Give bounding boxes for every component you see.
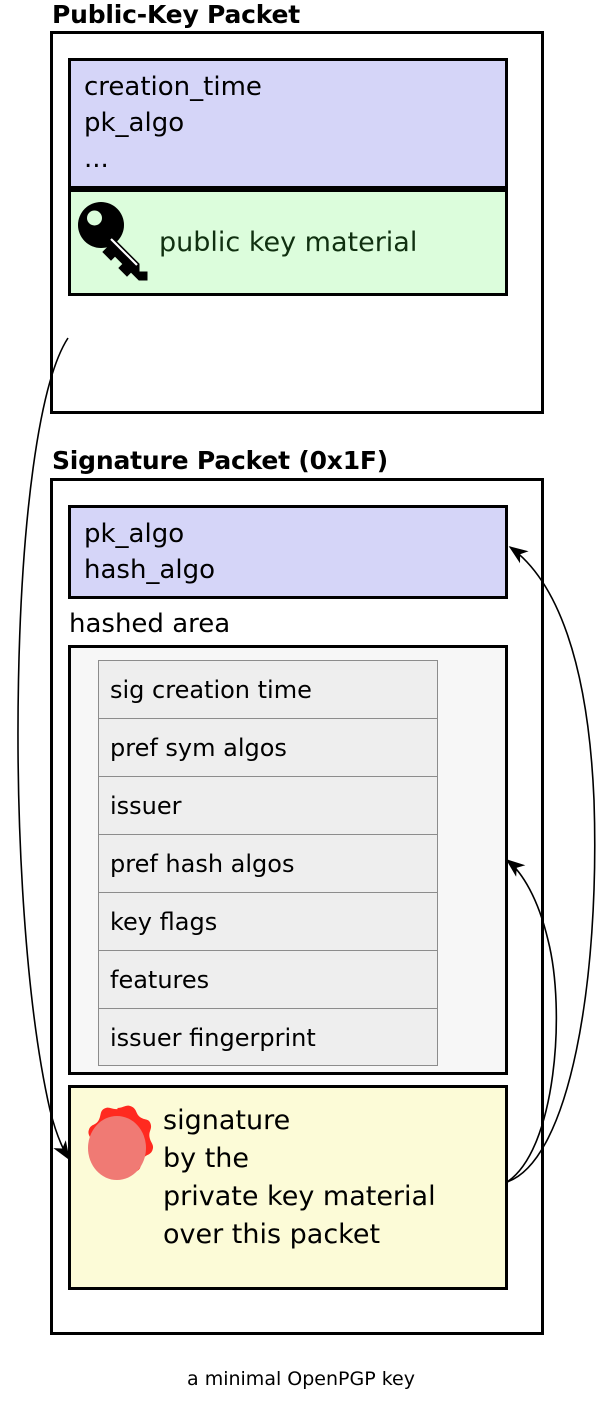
public-key-packet-box: creation_time pk_algo ... public [50, 31, 544, 414]
subpacket-list: sig creation time pref sym algos issuer … [98, 660, 438, 1066]
public-key-material-block: public key material [68, 189, 508, 296]
subpacket-row: sig creation time [99, 661, 437, 719]
subpacket-row: pref hash algos [99, 835, 437, 893]
key-icon [71, 192, 159, 293]
signature-header-fields-block: pk_algo hash_algo [68, 505, 508, 599]
public-key-material-label: public key material [159, 227, 418, 258]
subpacket-row: issuer [99, 777, 437, 835]
signature-description-text: signature by the private key material ov… [163, 1105, 436, 1250]
subpacket-row: pref sym algos [99, 719, 437, 777]
hashed-area-label: hashed area [69, 609, 231, 639]
signature-header-fields-text: pk_algo hash_algo [84, 519, 216, 585]
wax-seal-icon [71, 1102, 163, 1192]
hashed-area-box: sig creation time pref sym algos issuer … [68, 645, 508, 1075]
public-key-header-fields-block: creation_time pk_algo ... [68, 58, 508, 189]
public-key-packet-title: Public-Key Packet [52, 0, 301, 29]
signature-packet-box: pk_algo hash_algo hashed area sig creati… [50, 478, 544, 1335]
subpacket-row: issuer fingerprint [110, 1024, 316, 1052]
public-key-header-fields-text: creation_time pk_algo ... [84, 72, 262, 174]
subpacket-row: features [99, 951, 437, 1009]
signature-packet-title: Signature Packet (0x1F) [52, 446, 389, 475]
diagram-caption: a minimal OpenPGP key [187, 1368, 415, 1390]
subpacket-row: key flags [99, 893, 437, 951]
signature-value-block: signature by the private key material ov… [68, 1085, 508, 1290]
